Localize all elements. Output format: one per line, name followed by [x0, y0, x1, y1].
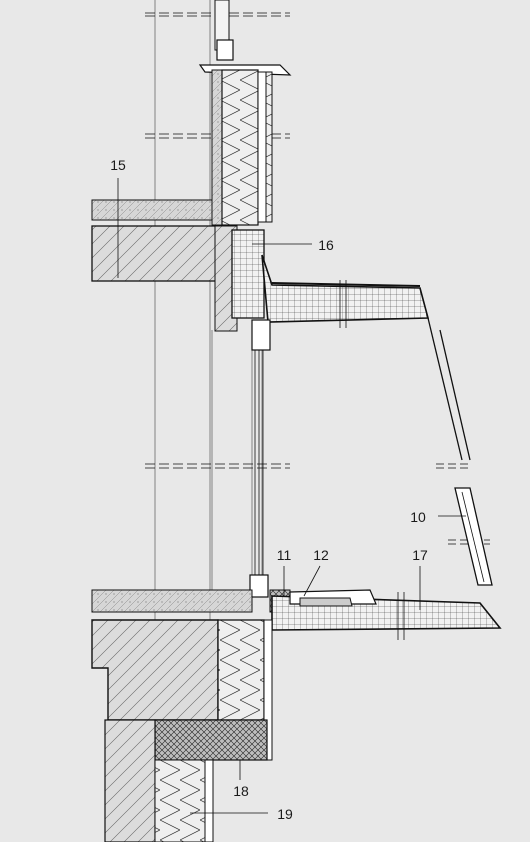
upper-wall — [211, 69, 273, 226]
callout-15: 15 — [110, 157, 126, 173]
upper-window-frame — [198, 0, 292, 76]
lower-wall — [104, 719, 268, 842]
callout-10: 10 — [410, 509, 426, 525]
upper-floor-slab — [91, 199, 265, 332]
leader-lines — [117, 178, 466, 814]
balustrade-glass — [427, 317, 493, 586]
callout-11: 11 — [277, 547, 292, 563]
middle-glazing — [254, 350, 264, 580]
callout-19: 19 — [277, 806, 293, 822]
upper-balcony — [251, 254, 430, 351]
callout-17: 17 — [412, 547, 428, 563]
callout-16: 16 — [318, 237, 334, 253]
lower-floor-slab — [91, 589, 273, 761]
callout-12: 12 — [313, 547, 329, 563]
callout-18: 18 — [233, 783, 249, 799]
lower-balcony — [249, 574, 502, 640]
